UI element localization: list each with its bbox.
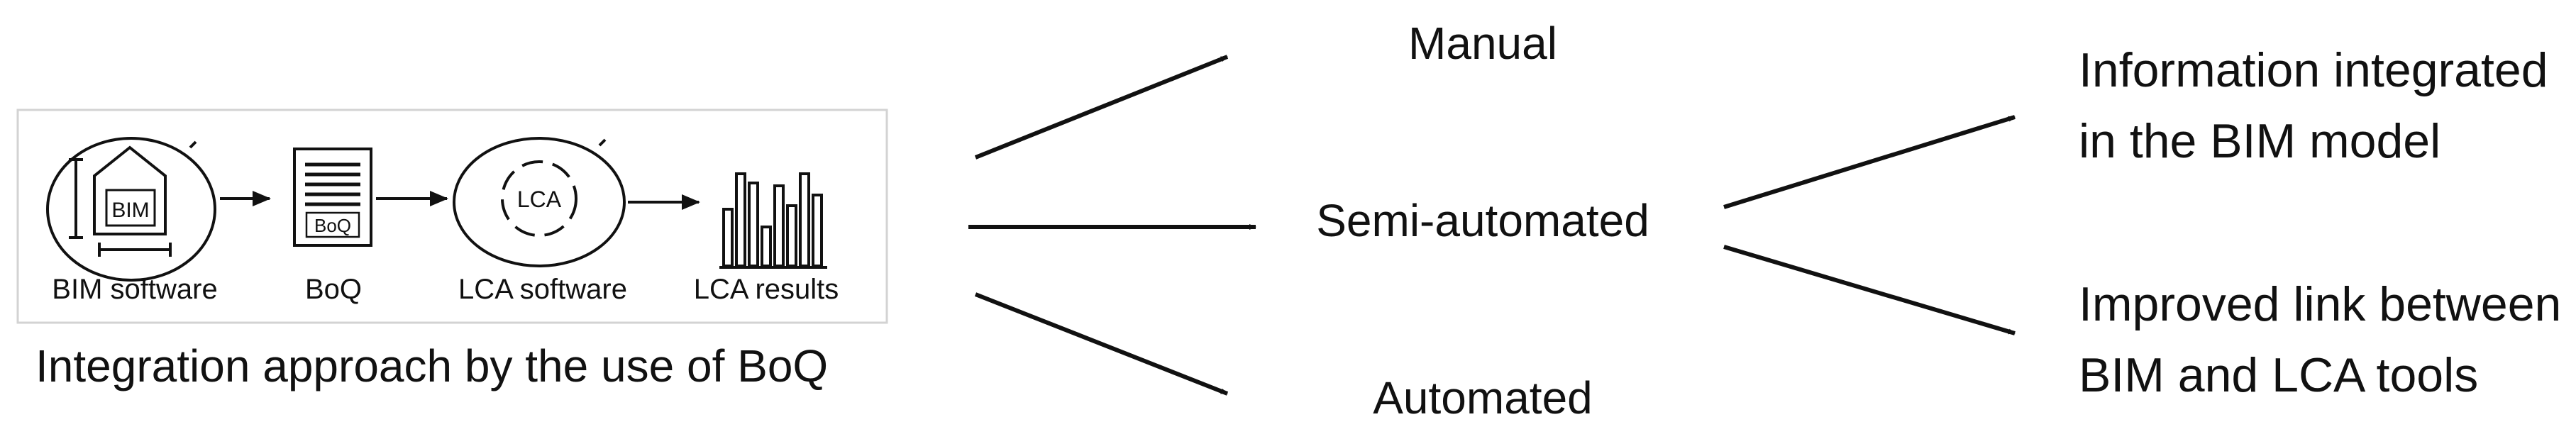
boq-document-icon: BoQ [293, 148, 372, 247]
bar-chart-icon [719, 172, 827, 269]
outcome-bim-line-1: Information integrated [2079, 43, 2548, 97]
outcome-bim-line-2: in the BIM model [2079, 114, 2441, 168]
lca-cycle-icon: LCA [453, 137, 626, 267]
step-label-boq: BoQ [304, 274, 363, 305]
panel-caption: Integration approach by the use of BoQ [35, 340, 829, 391]
outcome-link-line-2: BIM and LCA tools [2079, 348, 2479, 402]
arrow-to-automated [974, 292, 1229, 396]
approach-semi-automated: Semi-automated [1316, 195, 1649, 246]
arrow-to-outcome-bim [1723, 115, 2016, 209]
boq-inner-label: BoQ [314, 215, 351, 236]
step-label-bim-software: BIM software [52, 274, 218, 305]
bim-inner-label: BIM [111, 199, 149, 222]
arrow-to-outcome-link [1723, 245, 2016, 335]
arrow-to-manual [974, 55, 1229, 160]
lca-inner-label: LCA [517, 187, 562, 212]
step-label-lca-results: LCA results [693, 274, 839, 305]
bim-house-icon: BIM [46, 137, 216, 282]
outcome-link-line-1: Improved link between [2079, 277, 2562, 331]
approach-automated: Automated [1373, 372, 1593, 423]
step-label-lca-software: LCA software [458, 274, 627, 305]
approach-manual: Manual [1408, 18, 1557, 69]
